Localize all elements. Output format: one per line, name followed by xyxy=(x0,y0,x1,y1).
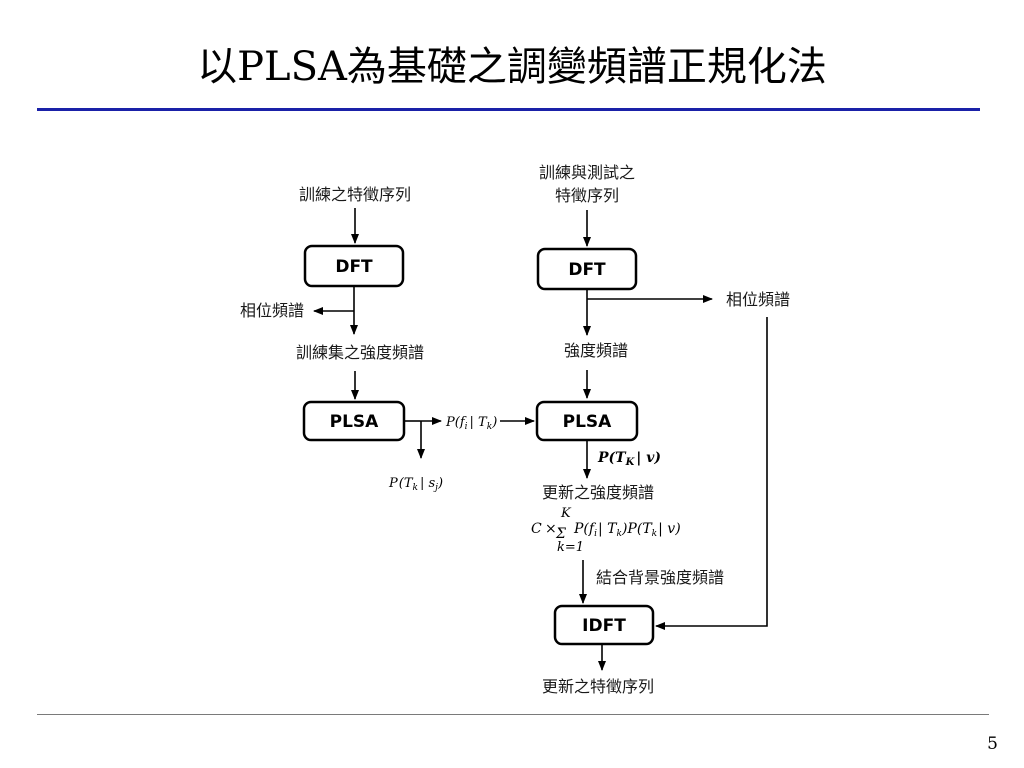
p-t-given-v-label: P(TK| v) xyxy=(597,450,661,468)
formula-sum: Σ xyxy=(555,526,566,542)
idft-label: IDFT xyxy=(582,616,626,636)
right-input-label-line1: 訓練與測試之 xyxy=(539,163,635,182)
right-dft-label: DFT xyxy=(568,260,606,280)
footer-rule xyxy=(37,714,989,715)
idft-node: IDFT xyxy=(553,604,655,646)
right-phase-label: 相位頻譜 xyxy=(726,290,790,309)
formula-sum-lower: k=1 xyxy=(557,540,584,555)
right-plsa-box xyxy=(535,400,639,442)
left-phase-label: 相位頻譜 xyxy=(240,301,304,320)
page-number: 5 xyxy=(987,734,998,754)
left-dft-box xyxy=(303,244,405,288)
left-magnitude-label: 訓練集之強度頻譜 xyxy=(296,343,424,362)
formula-sum-upper: K xyxy=(560,506,572,521)
left-dft-node: DFT xyxy=(303,244,405,288)
p-t-given-s-label: P(Tk| sj) xyxy=(388,476,443,493)
output-label: 更新之特徵序列 xyxy=(542,677,654,696)
combine-background-label: 結合背景強度頻譜 xyxy=(596,568,724,587)
update-formula: C × Σ K k=1 P(fi| Tk)P(Tk| v) xyxy=(531,506,681,555)
formula-times: × xyxy=(545,521,557,537)
formula-c: C xyxy=(531,521,542,537)
formula-body: P(fi| Tk)P(Tk| v) xyxy=(573,521,681,539)
slide-title: 以PLSA為基礎之調變頻譜正規化法 xyxy=(197,44,827,90)
right-magnitude-label: 強度頻譜 xyxy=(564,341,628,360)
left-dft-label: DFT xyxy=(335,257,373,277)
idft-box xyxy=(553,604,655,646)
left-input-label: 訓練之特徵序列 xyxy=(299,185,411,204)
updated-magnitude-label: 更新之強度頻譜 xyxy=(542,483,654,502)
left-plsa-label: PLSA xyxy=(330,412,380,432)
title-underline xyxy=(37,108,980,111)
left-plsa-node: PLSA xyxy=(302,400,406,442)
right-plsa-label: PLSA xyxy=(563,412,613,432)
left-plsa-box xyxy=(302,400,406,442)
right-dft-box xyxy=(536,247,638,291)
right-input-label-line2: 特徵序列 xyxy=(555,186,619,205)
right-plsa-node: PLSA xyxy=(535,400,639,442)
p-f-given-t-label: P(fi| Tk) xyxy=(445,415,497,432)
phase-bypass-line xyxy=(655,317,768,630)
right-dft-node: DFT xyxy=(536,247,638,291)
